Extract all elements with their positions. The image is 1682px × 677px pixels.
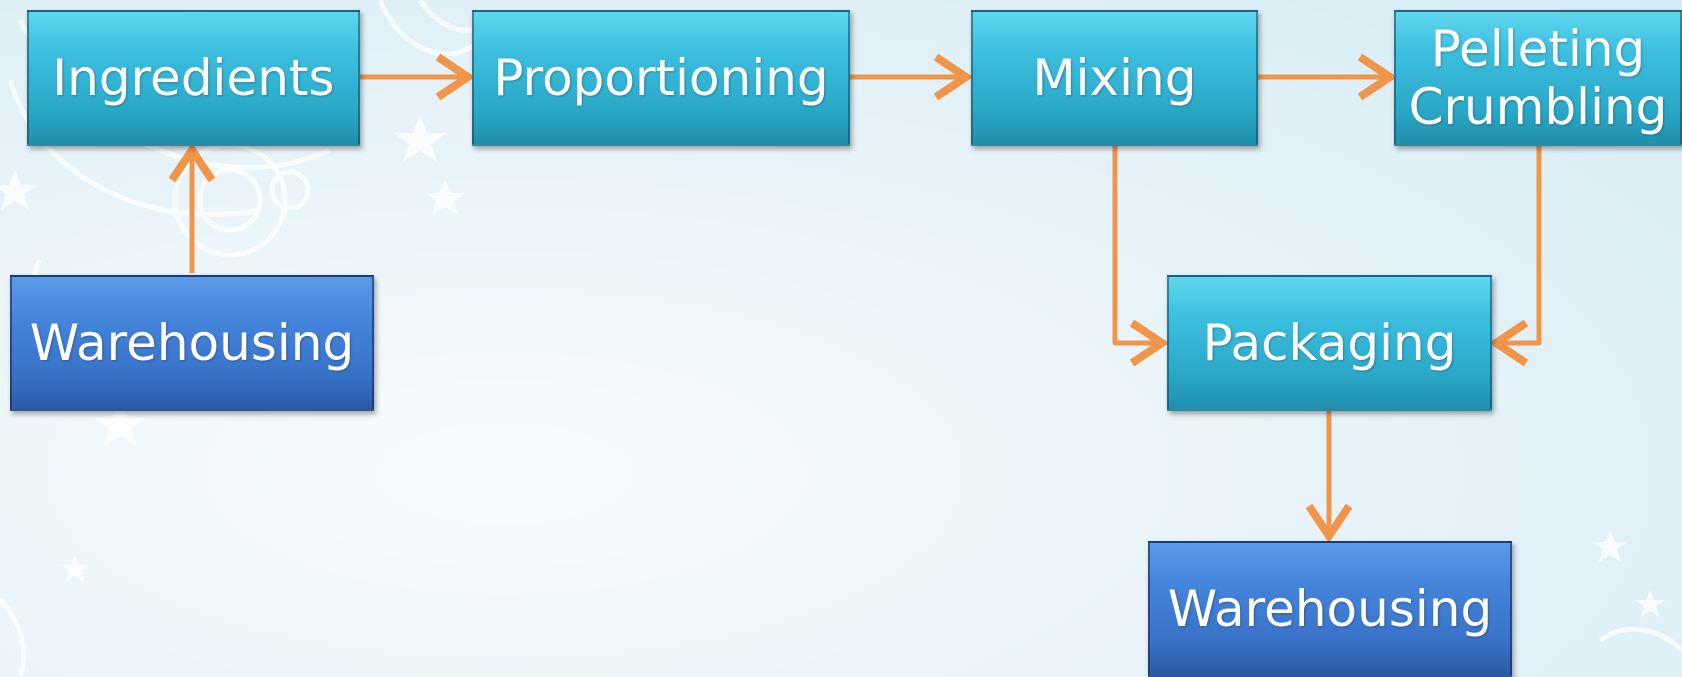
warehousing-output-box: Warehousing — [1148, 541, 1512, 677]
warehousing-input-label: Warehousing — [29, 314, 355, 372]
warehousing-input-box: Warehousing — [10, 275, 374, 411]
pelleting-crumbling-label: Pelleting Crumbling — [1408, 20, 1668, 136]
mixing-label: Mixing — [1032, 49, 1197, 107]
ingredients-box: Ingredients — [27, 10, 360, 146]
pelleting-crumbling-box: Pelleting Crumbling — [1394, 10, 1682, 146]
warehousing-output-label: Warehousing — [1167, 580, 1493, 638]
ingredients-label: Ingredients — [52, 49, 335, 107]
proportioning-box: Proportioning — [472, 10, 850, 146]
proportioning-label: Proportioning — [493, 49, 829, 107]
packaging-label: Packaging — [1202, 314, 1457, 372]
packaging-box: Packaging — [1167, 275, 1492, 411]
mixing-box: Mixing — [971, 10, 1258, 146]
